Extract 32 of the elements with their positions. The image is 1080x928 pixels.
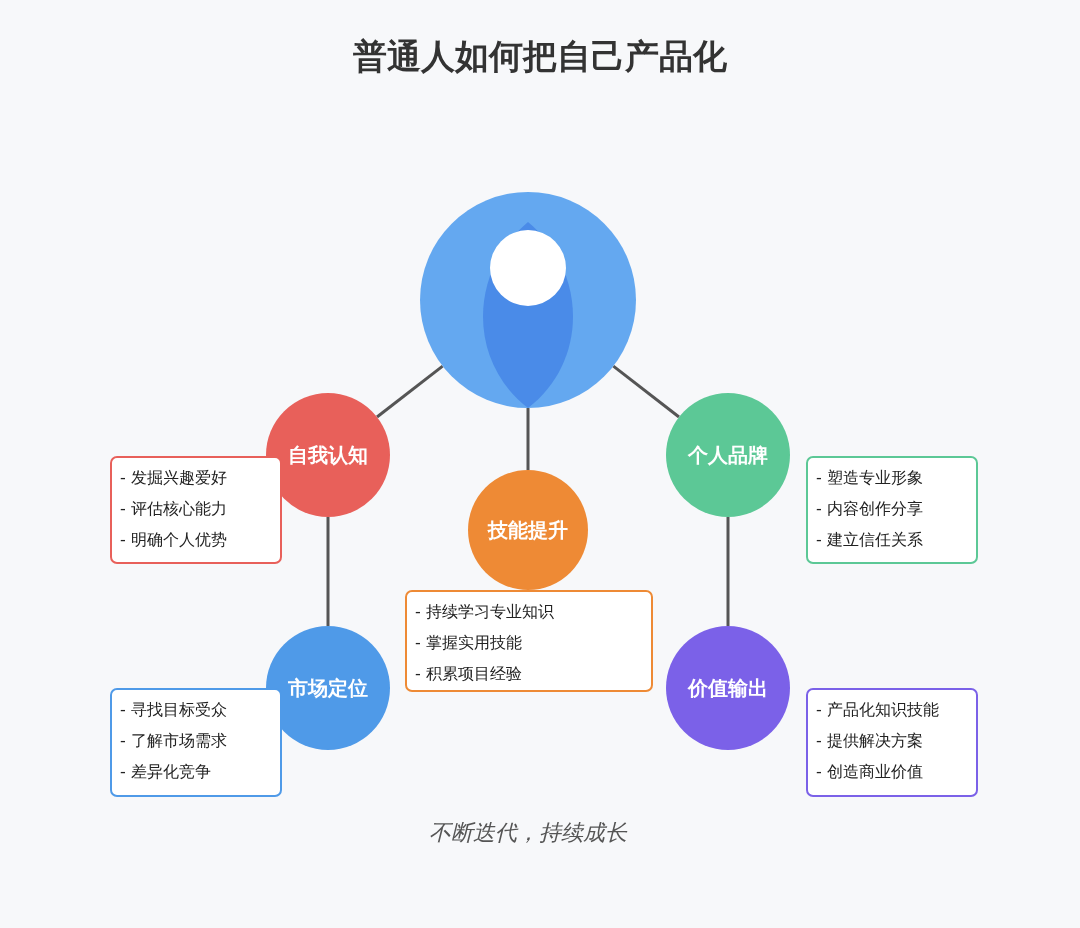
connector-line bbox=[326, 517, 330, 626]
topic-circle: 技能提升 bbox=[468, 470, 588, 590]
topic-circle: 自我认知 bbox=[266, 393, 390, 517]
list-box bbox=[806, 456, 978, 564]
topic-circle: 市场定位 bbox=[266, 626, 390, 750]
list-item: - 持续学习专业知识 bbox=[415, 601, 554, 623]
list-item: - 了解市场需求 bbox=[120, 730, 227, 752]
list-item: - 提供解决方案 bbox=[816, 730, 923, 752]
list-item: - 发掘兴趣爱好 bbox=[120, 467, 227, 489]
list-item: - 差异化竞争 bbox=[120, 761, 211, 783]
list-box bbox=[110, 688, 282, 797]
list-item: - 掌握实用技能 bbox=[415, 632, 522, 654]
caption: 不断迭代，持续成长 bbox=[428, 819, 629, 847]
list-item: - 塑造专业形象 bbox=[816, 467, 923, 489]
connector-line bbox=[376, 364, 444, 419]
connector-line bbox=[526, 408, 530, 470]
topic-circle: 个人品牌 bbox=[666, 393, 790, 517]
list-item: - 评估核心能力 bbox=[120, 498, 227, 520]
list-item: - 积累项目经验 bbox=[415, 663, 522, 685]
list-item: - 建立信任关系 bbox=[816, 529, 923, 551]
list-item: - 内容创作分享 bbox=[816, 498, 923, 520]
list-box bbox=[110, 456, 282, 564]
list-box bbox=[806, 688, 978, 797]
list-item: - 产品化知识技能 bbox=[816, 699, 939, 721]
list-item: - 寻找目标受众 bbox=[120, 699, 227, 721]
title: 普通人如何把自己产品化 bbox=[352, 35, 728, 78]
list-item: - 明确个人优势 bbox=[120, 529, 227, 551]
list-box bbox=[405, 590, 653, 692]
topic-circle: 价值输出 bbox=[666, 626, 790, 750]
connector-line bbox=[726, 517, 730, 626]
connector-line bbox=[612, 364, 680, 419]
list-item: - 创造商业价值 bbox=[816, 761, 923, 783]
